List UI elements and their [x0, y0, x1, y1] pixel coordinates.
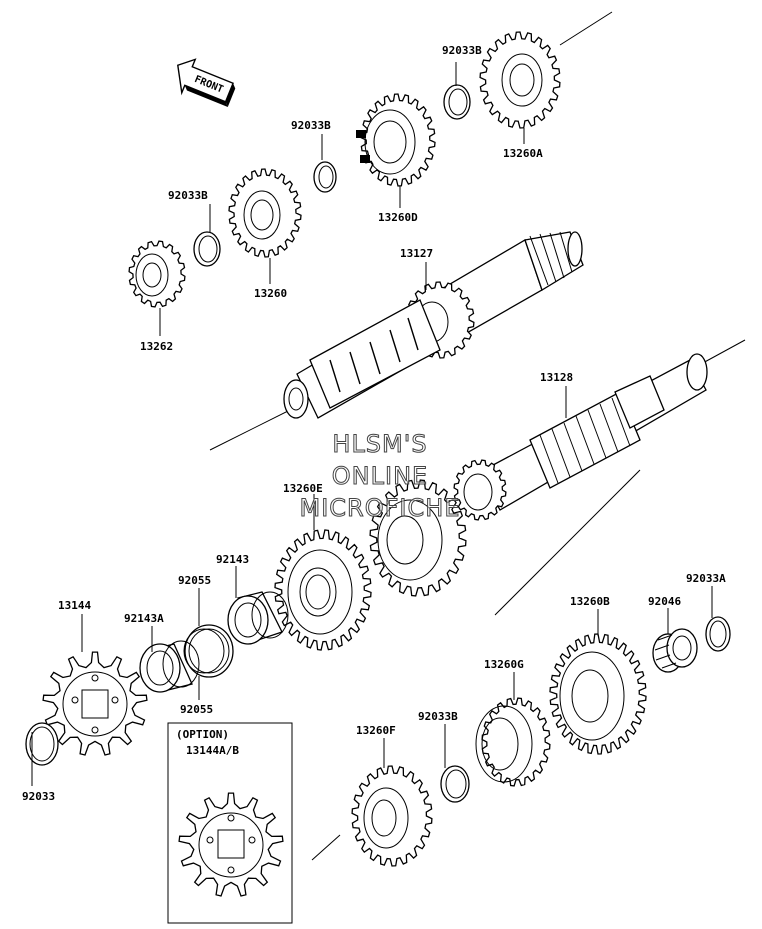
- gear-teeth-outline: [274, 529, 372, 651]
- label-92046: 92046: [648, 595, 681, 608]
- gear-teeth-outline: [481, 697, 551, 787]
- lower-axis-line: [311, 834, 341, 861]
- label-92055-bottom: 92055: [180, 703, 213, 716]
- driveshaft-13128: [453, 353, 708, 521]
- gear-13260D: [356, 93, 436, 187]
- label-13260G: 13260G: [484, 658, 524, 671]
- gear-teeth-outline: [228, 168, 302, 258]
- gear-teeth-outline: [360, 93, 436, 187]
- circlip-92033B-second: [313, 161, 337, 193]
- circlip-92033B-top: [443, 84, 471, 120]
- label-92143A: 92143A: [124, 612, 164, 625]
- label-92033A: 92033A: [686, 572, 726, 585]
- label-13262: 13262: [140, 340, 173, 353]
- label-92143: 92143: [216, 553, 249, 566]
- label-92033: 92033: [22, 790, 55, 803]
- gear-teeth-outline: [549, 633, 647, 755]
- gear-behind-watermark: [369, 479, 467, 597]
- upper-axis-line: [559, 11, 613, 46]
- circlip-92033B-lower: [440, 765, 470, 803]
- gear-13260E: [274, 529, 372, 651]
- bearing-92046: [652, 628, 698, 673]
- gear-teeth-outline: [128, 240, 186, 308]
- label-13260B: 13260B: [570, 595, 610, 608]
- mainshaft-axis-line: [209, 404, 301, 451]
- gear-teeth-outline: [479, 31, 561, 129]
- mainshaft-13127: [283, 231, 584, 419]
- label-13260: 13260: [254, 287, 287, 300]
- gear-teeth-outline: [453, 459, 507, 521]
- label-13260D: 13260D: [378, 211, 418, 224]
- label-13260A: 13260A: [503, 147, 543, 160]
- leader-lines: [31, 62, 713, 786]
- label-13260E: 13260E: [283, 482, 323, 495]
- sprocket-teeth-outline: [178, 792, 284, 897]
- label-92033B-top: 92033B: [442, 44, 482, 57]
- label-92033B-lower: 92033B: [418, 710, 458, 723]
- sprocket-13144: [42, 651, 148, 756]
- front-arrow: FRONT: [177, 58, 236, 108]
- bushing-92143: [227, 591, 289, 645]
- label-92033B-second: 92033B: [291, 119, 331, 132]
- circlip-92033A: [705, 616, 731, 652]
- oring-92055: [183, 624, 234, 678]
- gear-13260G: [475, 697, 551, 787]
- label-13144: 13144: [58, 599, 91, 612]
- label-13260F: 13260F: [356, 724, 396, 737]
- circlip-92033B-third: [193, 231, 221, 267]
- label-13128: 13128: [540, 371, 573, 384]
- option-box-title: (OPTION): [176, 728, 229, 741]
- option-box: [167, 722, 293, 924]
- gear-13260: [228, 168, 302, 258]
- label-92055-top: 92055: [178, 574, 211, 587]
- gear-13262: [128, 240, 186, 308]
- collar-92143A: [139, 640, 200, 693]
- label-92033B-third: 92033B: [168, 189, 208, 202]
- gear-teeth-outline: [369, 479, 467, 597]
- option-box-part: 13144A/B: [186, 744, 239, 757]
- gear-13260A: [479, 31, 561, 129]
- part-labels: 92033B 13260A 92033B 13260D 92033B 13260…: [22, 44, 726, 803]
- label-13127: 13127: [400, 247, 433, 260]
- gear-13260F: [351, 765, 433, 867]
- circlip-92033: [25, 722, 59, 766]
- middle-axis-line: [494, 469, 641, 616]
- sprocket-teeth-outline: [42, 651, 148, 756]
- gear-13260B: [549, 633, 647, 755]
